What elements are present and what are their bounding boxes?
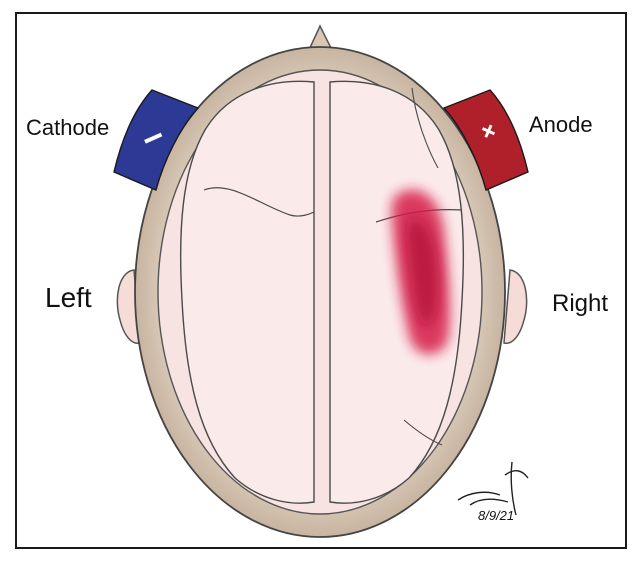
artist-signature: 8/9/21 [457,461,529,523]
anode-electrode: + [442,89,529,191]
cathode-label: Cathode [26,115,109,140]
left-hemisphere [179,80,315,504]
right-label: Right [552,290,608,317]
anode-label: Anode [529,112,593,137]
stimulation-area [391,189,451,355]
left-label: Left [45,282,92,313]
right-ear [503,269,528,344]
left-central-sulcus [203,187,315,217]
right-lower-sulcus [403,419,443,446]
cathode-electrode: − [113,89,200,191]
signature-date: 8/9/21 [478,508,514,523]
right-sulcus-2 [411,87,439,169]
right-hemisphere [329,80,465,504]
